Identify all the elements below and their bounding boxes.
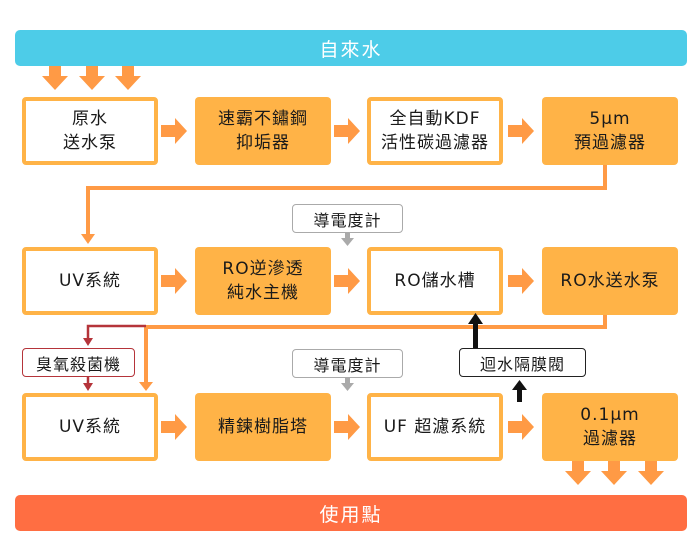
arrow-right-icon	[334, 414, 360, 440]
node-uv-system-2[interactable]: UV系統	[22, 393, 158, 461]
conductivity-meter-1[interactable]: 導電度計	[292, 204, 403, 233]
arrow-right-icon	[161, 268, 187, 294]
node-uf-ultrafiltration[interactable]: UF 超濾系統	[367, 393, 503, 461]
node-raw-water-pump[interactable]: 原水 送水泵	[22, 97, 158, 165]
source-bar-tap-water: 自來水	[15, 30, 687, 66]
arrow-down-icon	[81, 234, 95, 244]
arrow-down-icon	[341, 383, 354, 391]
arrow-right-icon	[508, 268, 534, 294]
arrow-down-icon	[638, 461, 664, 485]
arrow-right-icon	[508, 414, 534, 440]
arrow-right-icon	[334, 118, 360, 144]
arrow-down-icon	[341, 238, 354, 246]
arrow-down-icon	[115, 66, 141, 90]
arrow-down-icon	[139, 382, 153, 391]
destination-bar-point-of-use: 使用點	[15, 495, 687, 531]
return-diaphragm-valve[interactable]: 迴水隔膜閥	[459, 348, 586, 377]
arrow-down-icon	[42, 66, 68, 90]
ozone-sterilizer[interactable]: 臭氧殺菌機	[22, 348, 135, 377]
node-ro-storage-tank[interactable]: RO儲水槽	[367, 247, 503, 315]
arrow-right-icon	[161, 414, 187, 440]
node-uv-system-1[interactable]: UV系統	[22, 247, 158, 315]
arrow-right-icon	[161, 118, 187, 144]
arrow-right-icon	[508, 118, 534, 144]
arrow-down-icon	[565, 461, 591, 485]
node-0-1um-filter[interactable]: 0.1μm 過濾器	[542, 393, 678, 461]
arrow-right-icon	[334, 268, 360, 294]
conductivity-meter-2[interactable]: 導電度計	[292, 349, 403, 378]
connector-ozone	[86, 324, 146, 340]
arrow-down-icon	[83, 338, 93, 346]
node-5um-prefilter[interactable]: 5μm 預過濾器	[542, 97, 678, 165]
node-ro-main-unit[interactable]: RO逆滲透 純水主機	[195, 247, 331, 315]
node-scale-inhibitor[interactable]: 速霸不鏽鋼 抑垢器	[195, 97, 331, 165]
arrow-down-icon	[601, 461, 627, 485]
arrow-down-icon	[83, 383, 93, 391]
arrow-up-icon	[512, 380, 527, 390]
node-kdf-carbon-filter[interactable]: 全自動KDF 活性碳過濾器	[367, 97, 503, 165]
arrow-down-icon	[79, 66, 105, 90]
node-ro-water-pump[interactable]: RO水送水泵	[542, 247, 678, 315]
node-polishing-resin-tower[interactable]: 精鍊樹脂塔	[195, 393, 331, 461]
